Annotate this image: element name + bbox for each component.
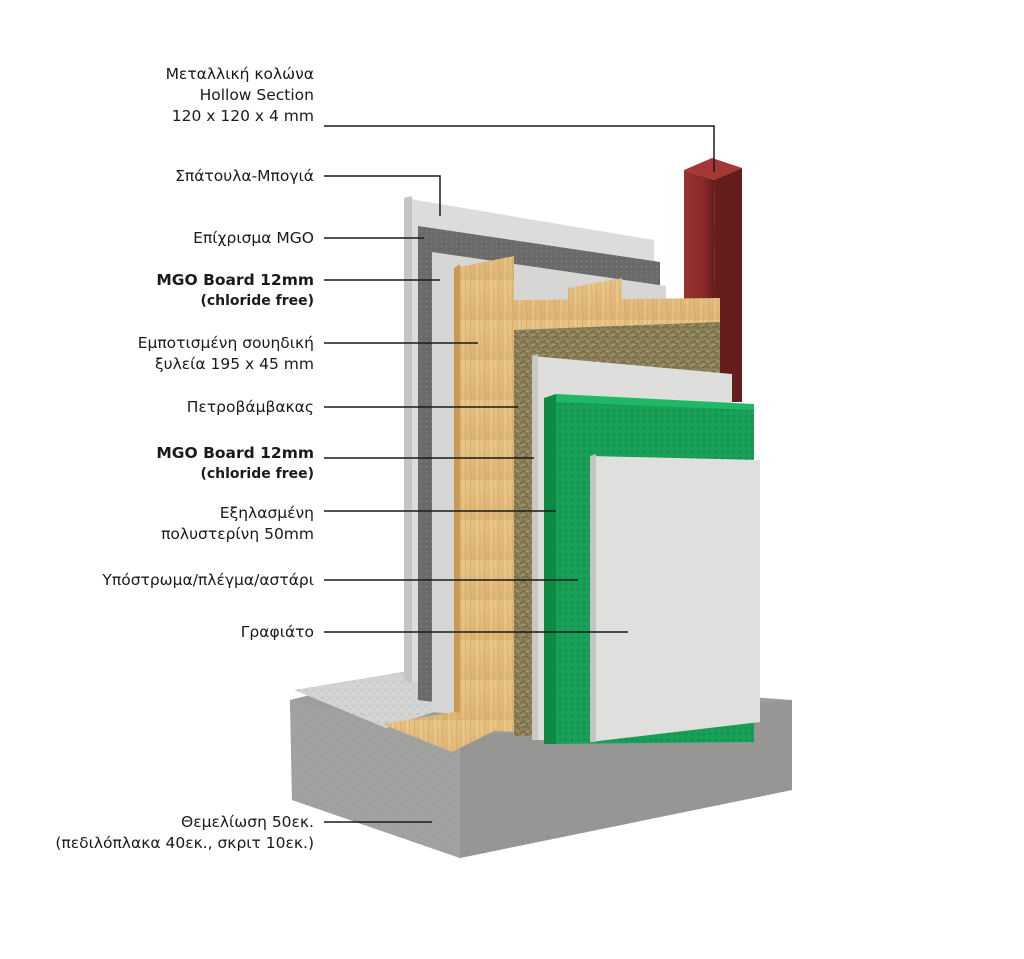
label-plaster-line1: Γραφιάτο xyxy=(240,623,314,641)
label-mesh: Υπόστρωμα/πλέγμα/αστάρι xyxy=(102,570,314,591)
label-xps-line1: Εξηλασμένη xyxy=(219,504,314,522)
label-steel-column-line2: Hollow Section xyxy=(199,86,314,104)
label-rockwool-line1: Πετροβάμβακας xyxy=(186,398,314,416)
label-steel-column-line1: Μεταλλική κολώνα xyxy=(165,65,314,83)
label-steel-column-line3: 120 x 120 x 4 mm xyxy=(171,107,314,125)
label-foundation-line1: Θεμελίωση 50εκ. xyxy=(181,813,314,831)
label-mgo-board-outer-line1: MGO Board 12mm xyxy=(156,271,314,289)
leader-trowel xyxy=(324,175,441,216)
label-mgo-render-line1: Επίχρισμα MGO xyxy=(193,229,314,247)
label-plaster: Γραφιάτο xyxy=(241,622,314,643)
label-mesh-line1: Υπόστρωμα/πλέγμα/αστάρι xyxy=(102,571,314,589)
label-mgo-board-inner-line1: MGO Board 12mm xyxy=(156,444,314,462)
label-foundation-line2: (πεδιλόπλακα 40εκ., σκριτ 10εκ.) xyxy=(55,834,314,852)
leader-column xyxy=(324,125,715,172)
label-steel-column: Μεταλλική κολώνα Hollow Section 120 x 12… xyxy=(166,64,314,127)
label-foundation: Θεμελίωση 50εκ. (πεδιλόπλακα 40εκ., σκρι… xyxy=(55,812,314,854)
label-mgo-render: Επίχρισμα MGO xyxy=(193,228,314,249)
label-trowel-line1: Σπάτουλα-Μπογιά xyxy=(175,167,314,185)
label-timber: Εμποτισμένη σουηδική ξυλεία 195 x 45 mm xyxy=(138,333,314,375)
label-xps-line2: πολυστερίνη 50mm xyxy=(161,525,314,543)
label-mgo-board-outer-line2: (chloride free) xyxy=(200,293,314,309)
label-mgo-board-outer: MGO Board 12mm (chloride free) xyxy=(156,270,314,312)
label-rockwool: Πετροβάμβακας xyxy=(187,397,314,418)
leader-lines xyxy=(324,125,715,823)
label-xps: Εξηλασμένη πολυστερίνη 50mm xyxy=(161,503,314,545)
label-trowel: Σπάτουλα-Μπογιά xyxy=(175,166,314,187)
label-timber-line2: ξυλεία 195 x 45 mm xyxy=(154,355,314,373)
graffiato-plaster xyxy=(590,454,760,742)
label-mgo-board-inner-line2: (chloride free) xyxy=(200,466,314,482)
label-timber-line1: Εμποτισμένη σουηδική xyxy=(137,334,314,352)
label-mgo-board-inner: MGO Board 12mm (chloride free) xyxy=(156,443,314,485)
